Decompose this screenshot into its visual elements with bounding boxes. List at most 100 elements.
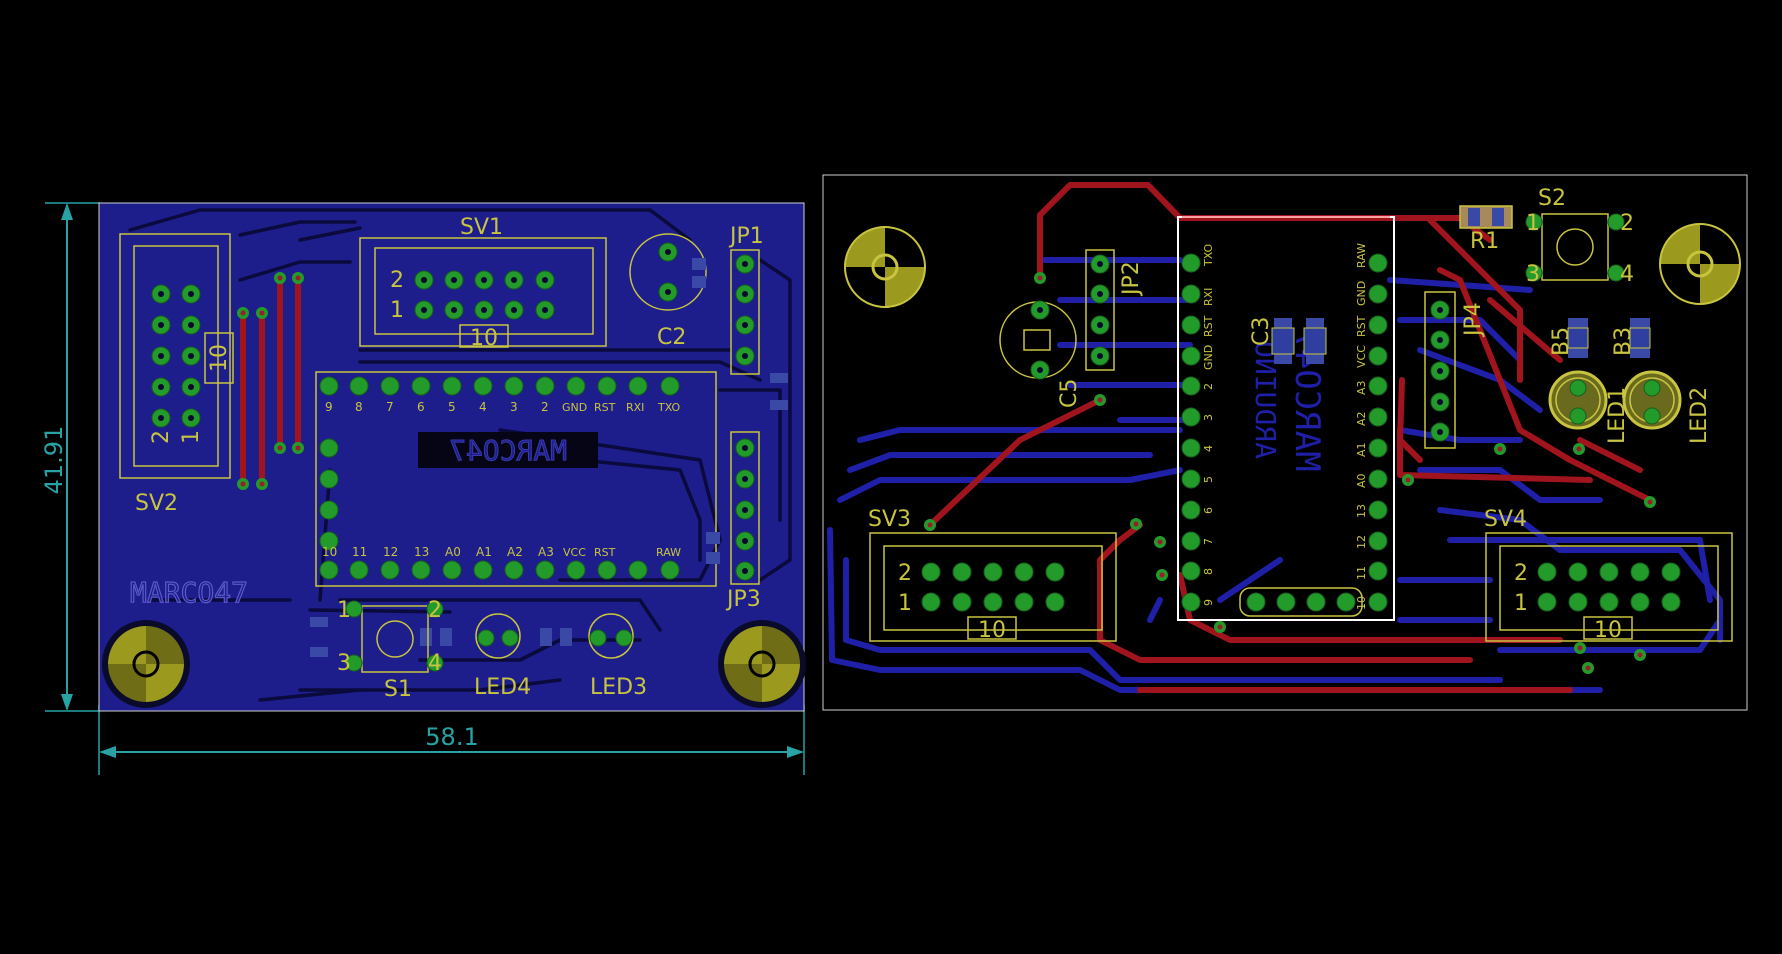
sv3-row1-label: 1	[898, 591, 912, 616]
bottom-row-pads	[1239, 587, 1363, 617]
pin-label: VCC	[1355, 345, 1368, 368]
right-vias	[924, 272, 1656, 674]
c5-capacitor[interactable]: C5	[999, 300, 1082, 408]
pin-label: 8	[1202, 568, 1215, 575]
sv1-connector[interactable]: 10 SV1 2 1	[359, 215, 607, 351]
smd-pad	[706, 552, 720, 564]
pin-label: GND	[1355, 281, 1368, 306]
left-board-traces	[128, 208, 792, 702]
pin-label: GND	[562, 401, 587, 414]
led1[interactable]: LED1	[1548, 370, 1630, 444]
smd-pad	[706, 532, 720, 544]
c2-label: C2	[657, 325, 686, 350]
pin-label: 11	[1355, 566, 1368, 580]
bottom-pin-labels: 10 11 12 13 A0 A1 A2 A3 VCC RST RAW	[322, 545, 681, 559]
s2-pin2-label: 2	[1620, 211, 1634, 236]
b5-component[interactable]: B5	[1549, 318, 1589, 358]
s2-switch[interactable]: 1 2 3 4 S2	[1525, 186, 1634, 287]
pin-label: 2	[1202, 383, 1215, 390]
pin-label: A1	[1355, 442, 1368, 457]
pin-label: 4	[1202, 445, 1215, 452]
pin-label: TXO	[1202, 243, 1215, 267]
b3-component[interactable]: B3	[1611, 318, 1651, 358]
right-board[interactable]: R1	[822, 174, 1748, 711]
pin-label: 12	[1355, 535, 1368, 549]
sv4-pin10-label: 10	[1594, 618, 1622, 643]
pin-label: 13	[414, 545, 429, 559]
sv4-row1-label: 1	[1514, 591, 1528, 616]
sv2-row2-label: 2	[149, 430, 174, 444]
smd-pad	[310, 647, 328, 657]
s1-pin1-label: 1	[337, 598, 351, 623]
pin-label: RAW	[656, 546, 681, 559]
mounting-hole	[718, 620, 806, 708]
pin-label: 11	[352, 545, 367, 559]
r1-label: R1	[1470, 229, 1499, 254]
c3-capacitor[interactable]: C3	[1249, 317, 1295, 364]
sv1-label: SV1	[460, 215, 503, 240]
pin-label: VCC	[563, 546, 586, 559]
mounting-hole	[844, 226, 926, 308]
pin-label: RXI	[1202, 288, 1215, 306]
smd-pad	[310, 617, 328, 627]
sv1-pin10-label: 10	[470, 326, 498, 351]
dimension-width: 58.1	[98, 705, 805, 775]
pin-label: RST	[1355, 315, 1368, 337]
left-column-pads	[1181, 253, 1201, 612]
sv4-row2-label: 2	[1514, 561, 1528, 586]
s2-pin3-label: 3	[1526, 262, 1540, 287]
r1-resistor[interactable]: R1	[1459, 205, 1513, 254]
arduino-footprint-right[interactable]: TXO RXI RST GND 2 3 4 5 6 7 8 9 RAW GND …	[1177, 216, 1395, 621]
mounting-hole	[102, 620, 190, 708]
top-header-pads	[319, 376, 680, 396]
c2-capacitor[interactable]: C2	[629, 233, 707, 350]
led3[interactable]: LED3	[588, 613, 647, 700]
pin-label: RST	[1202, 315, 1215, 337]
width-dimension-label: 58.1	[425, 723, 478, 751]
pin-label: A1	[476, 545, 492, 559]
pin-label: 4	[479, 400, 487, 414]
c4-capacitor[interactable]	[1303, 318, 1327, 364]
smd-pad	[440, 628, 452, 646]
brand-logo-text: MARCO47	[130, 576, 248, 609]
b3-label: B3	[1611, 327, 1636, 356]
jp2-header[interactable]: JP2	[1085, 249, 1144, 371]
sv2-row1-label: 1	[179, 430, 204, 444]
pin-label: 10	[1355, 596, 1368, 610]
led2[interactable]: LED2	[1622, 370, 1712, 444]
sv3-connector[interactable]: 10 SV3 2 1	[868, 507, 1117, 643]
height-dimension-label: 41.91	[40, 426, 68, 495]
b5-label: B5	[1549, 327, 1574, 356]
pin-label: A0	[1355, 473, 1368, 488]
pin-label: A2	[507, 545, 523, 559]
sv1-row1-label: 1	[390, 298, 404, 323]
jp4-header[interactable]: JP4	[1424, 291, 1486, 449]
sv3-row2-label: 2	[898, 561, 912, 586]
smd-pad	[770, 373, 788, 383]
pin-label: GND	[1202, 345, 1215, 370]
jp3-header[interactable]: JP3	[725, 431, 761, 612]
right-column-labels: RAW GND RST VCC A3 A2 A1 A0 13 12 11 10	[1355, 243, 1368, 610]
sv2-connector[interactable]: 10 SV2 2 1	[119, 233, 234, 516]
s1-switch[interactable]: 1 2 3 4 S1	[337, 598, 444, 702]
led4[interactable]: LED4	[474, 613, 531, 700]
top-pin-labels: 9 8 7 6 5 4 3 2 GND RST RXI TXO	[325, 400, 681, 414]
arduino-footprint-left[interactable]: 9 8 7 6 5 4 3 2 GND RST RXI TXO	[315, 371, 717, 587]
s2-pin1-label: 1	[1526, 211, 1540, 236]
pin-label: RST	[594, 546, 616, 559]
smd-pad	[420, 628, 432, 646]
s1-pin2-label: 2	[428, 598, 442, 623]
pin-label: 6	[1202, 507, 1215, 514]
pin-label: 9	[325, 400, 333, 414]
pin-label: RXI	[626, 401, 644, 414]
pin-label: A2	[1355, 411, 1368, 426]
left-board[interactable]: 10 SV1 2 1 10 SV2 2	[98, 202, 806, 712]
pin-label: 12	[383, 545, 398, 559]
jp1-header[interactable]: JP1	[728, 224, 764, 375]
sv2-label: SV2	[135, 491, 178, 516]
smd-pad	[540, 628, 552, 646]
pin-label: A0	[445, 545, 461, 559]
sv4-connector[interactable]: 10 SV4 2 1	[1484, 507, 1733, 643]
